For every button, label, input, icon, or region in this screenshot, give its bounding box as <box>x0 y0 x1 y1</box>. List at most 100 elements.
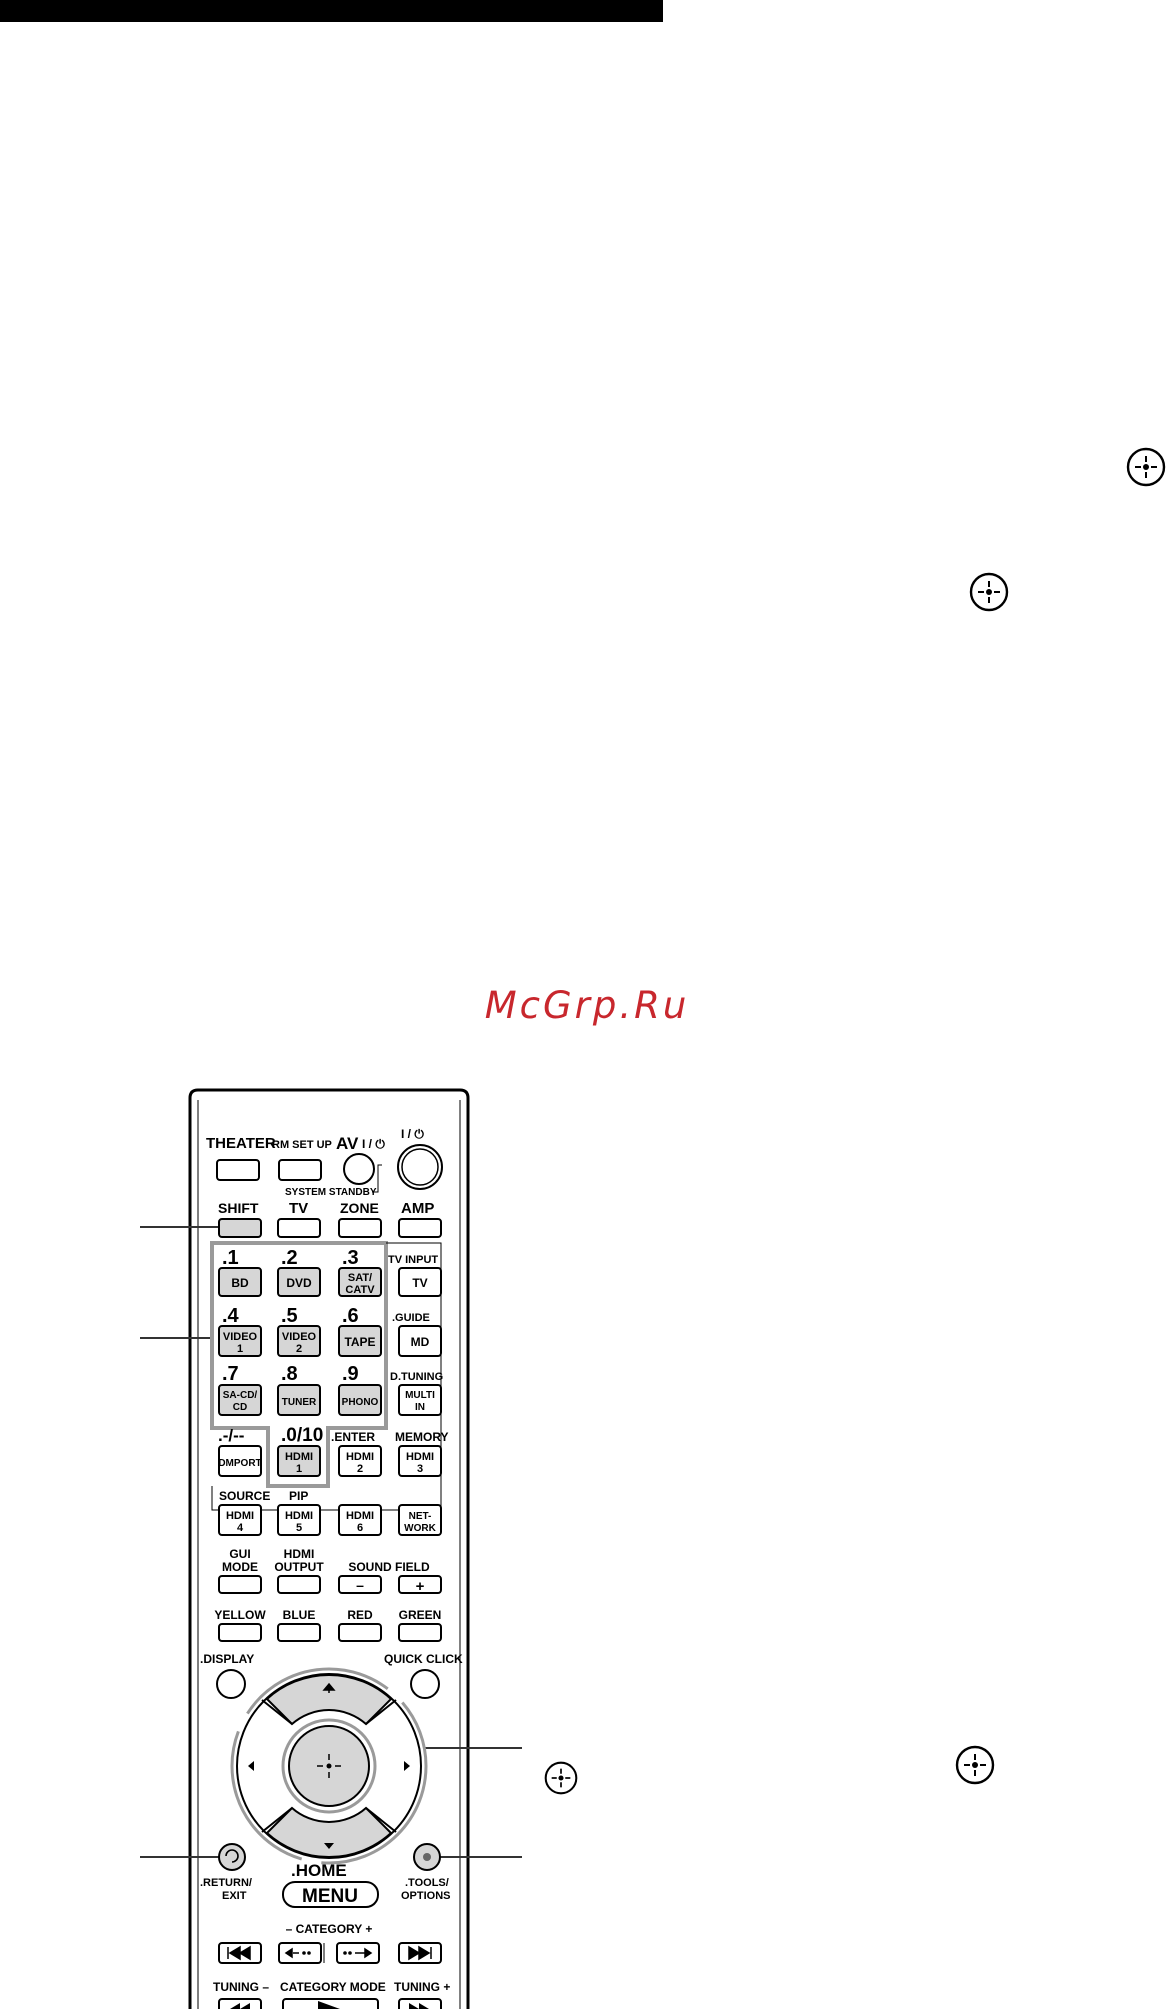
network-label-1: NET- <box>409 1511 432 1522</box>
quick-click-label: QUICK CLICK <box>384 1652 463 1666</box>
phono-button[interactable] <box>338 1384 382 1416</box>
power-symbol: I / ⏻ <box>401 1127 424 1141</box>
hdmi4-button[interactable] <box>218 1504 262 1536</box>
category-minus-icon <box>284 1947 299 1959</box>
dvd-button[interactable] <box>277 1267 321 1297</box>
dpad-down-button <box>265 1806 393 1859</box>
av-power-button[interactable] <box>343 1153 375 1185</box>
hdmi3-label-1: HDMI <box>406 1451 434 1463</box>
multi-label-1: MULTI <box>405 1390 435 1401</box>
bd-button[interactable] <box>218 1267 262 1297</box>
video2-label-2: 2 <box>296 1343 302 1355</box>
sat-catv-button[interactable] <box>338 1267 382 1297</box>
shift-label: SHIFT <box>218 1200 259 1216</box>
input-keys-highlight <box>210 1241 388 1488</box>
category-minus-button[interactable] <box>278 1942 322 1964</box>
hdmi6-button[interactable] <box>338 1504 382 1536</box>
category-label: – CATEGORY + <box>286 1922 373 1936</box>
hdmi3-button[interactable] <box>398 1445 442 1477</box>
dmport-button[interactable] <box>218 1445 262 1477</box>
quick-click-button[interactable] <box>410 1669 440 1699</box>
yellow-button[interactable] <box>218 1623 262 1642</box>
theater-button[interactable] <box>216 1159 260 1181</box>
video1-button[interactable] <box>218 1325 262 1357</box>
sound-field-minus-button[interactable] <box>338 1575 382 1594</box>
tools-label-2: OPTIONS <box>401 1890 451 1902</box>
green-label: GREEN <box>399 1608 442 1622</box>
number-5-label: .5 <box>281 1305 298 1327</box>
sacd-button[interactable] <box>218 1384 262 1416</box>
hdmi1-label-1: HDMI <box>285 1451 313 1463</box>
green-button[interactable] <box>398 1623 442 1642</box>
rm-setup-button[interactable] <box>278 1159 322 1181</box>
dmport-button-label: DMPORT <box>218 1458 261 1469</box>
zone-label: ZONE <box>340 1200 379 1216</box>
md-button[interactable] <box>398 1325 442 1357</box>
number-dash-label: .-/-- <box>218 1426 244 1445</box>
rewind-icon <box>230 2003 250 2009</box>
av-power-symbol: I / ⏻ <box>362 1137 385 1151</box>
video2-button[interactable] <box>277 1325 321 1357</box>
network-button[interactable] <box>398 1504 442 1536</box>
video1-label-2: 1 <box>237 1343 243 1355</box>
hdmi2-button[interactable] <box>338 1445 382 1477</box>
category-plus-icon <box>355 1947 373 1959</box>
number-3-label: .3 <box>342 1247 359 1269</box>
category-mode-label: CATEGORY MODE <box>280 1980 386 1994</box>
dtuning-label: D.TUNING <box>390 1371 443 1383</box>
directional-pad[interactable] <box>230 1667 428 1865</box>
menu-button-label: MENU <box>302 1886 358 1907</box>
blue-button[interactable] <box>277 1623 321 1642</box>
power-button[interactable] <box>397 1144 443 1190</box>
bd-button-label: BD <box>231 1276 249 1290</box>
gui-label-1: GUI <box>229 1547 250 1561</box>
hdmi2-label-1: HDMI <box>346 1451 374 1463</box>
display-label: .DISPLAY <box>200 1652 254 1666</box>
hdmi2-label-2: 2 <box>357 1463 363 1475</box>
system-standby-label: SYSTEM STANDBY <box>285 1187 377 1198</box>
arrow-right-icon <box>404 1761 410 1771</box>
tv-button[interactable] <box>277 1218 321 1238</box>
number-0-label: .0/10 <box>281 1425 323 1446</box>
return-icon <box>225 1849 239 1863</box>
play-icon <box>318 2001 340 2009</box>
gui-mode-button[interactable] <box>218 1575 262 1594</box>
enter-crosshair-icon <box>955 1745 995 1785</box>
tuning-minus-label: TUNING – <box>213 1980 269 1994</box>
phono-button-label: PHONO <box>342 1397 379 1408</box>
sound-field-plus-label: + <box>416 1578 425 1595</box>
home-label: .HOME <box>291 1861 347 1880</box>
display-button[interactable] <box>216 1669 246 1699</box>
multi-label-2: IN <box>415 1402 425 1413</box>
number-4-label: .4 <box>222 1305 240 1327</box>
return-exit-button[interactable] <box>218 1843 246 1871</box>
remote-control-illustration: THEATER RM SET UP AV I / ⏻ I / ⏻ SYSTEM … <box>140 1088 522 2009</box>
tuner-button[interactable] <box>277 1384 321 1416</box>
play-button[interactable] <box>282 1998 379 2009</box>
fast-forward-icon <box>409 2003 429 2009</box>
dpad-up-button <box>265 1673 393 1726</box>
menu-button[interactable] <box>282 1881 379 1908</box>
multi-in-button[interactable] <box>398 1384 442 1416</box>
tv-input-button[interactable] <box>398 1267 442 1297</box>
video2-label-1: VIDEO <box>282 1331 317 1343</box>
enter-crosshair-icon <box>544 1761 578 1795</box>
enter-crosshair-icon <box>969 572 1009 612</box>
skip-forward-icon <box>408 1945 432 1961</box>
arrow-up-icon <box>322 1682 336 1693</box>
red-button[interactable] <box>338 1623 382 1642</box>
hdmi-output-button[interactable] <box>277 1575 321 1594</box>
tape-button[interactable] <box>338 1325 382 1357</box>
shift-button[interactable] <box>218 1218 262 1238</box>
amp-button[interactable] <box>398 1218 442 1238</box>
tape-button-label: TAPE <box>344 1335 375 1349</box>
hdmi5-button[interactable] <box>277 1504 321 1536</box>
sound-field-plus-button[interactable] <box>398 1575 442 1594</box>
skip-back-icon <box>227 1945 251 1961</box>
hdmi1-button[interactable] <box>277 1445 321 1477</box>
gui-label-2: MODE <box>222 1560 258 1574</box>
md-button-label: MD <box>411 1335 430 1349</box>
sacd-label-2: CD <box>233 1402 247 1413</box>
enter-crosshair-icon <box>1126 447 1166 487</box>
zone-button[interactable] <box>338 1218 382 1238</box>
